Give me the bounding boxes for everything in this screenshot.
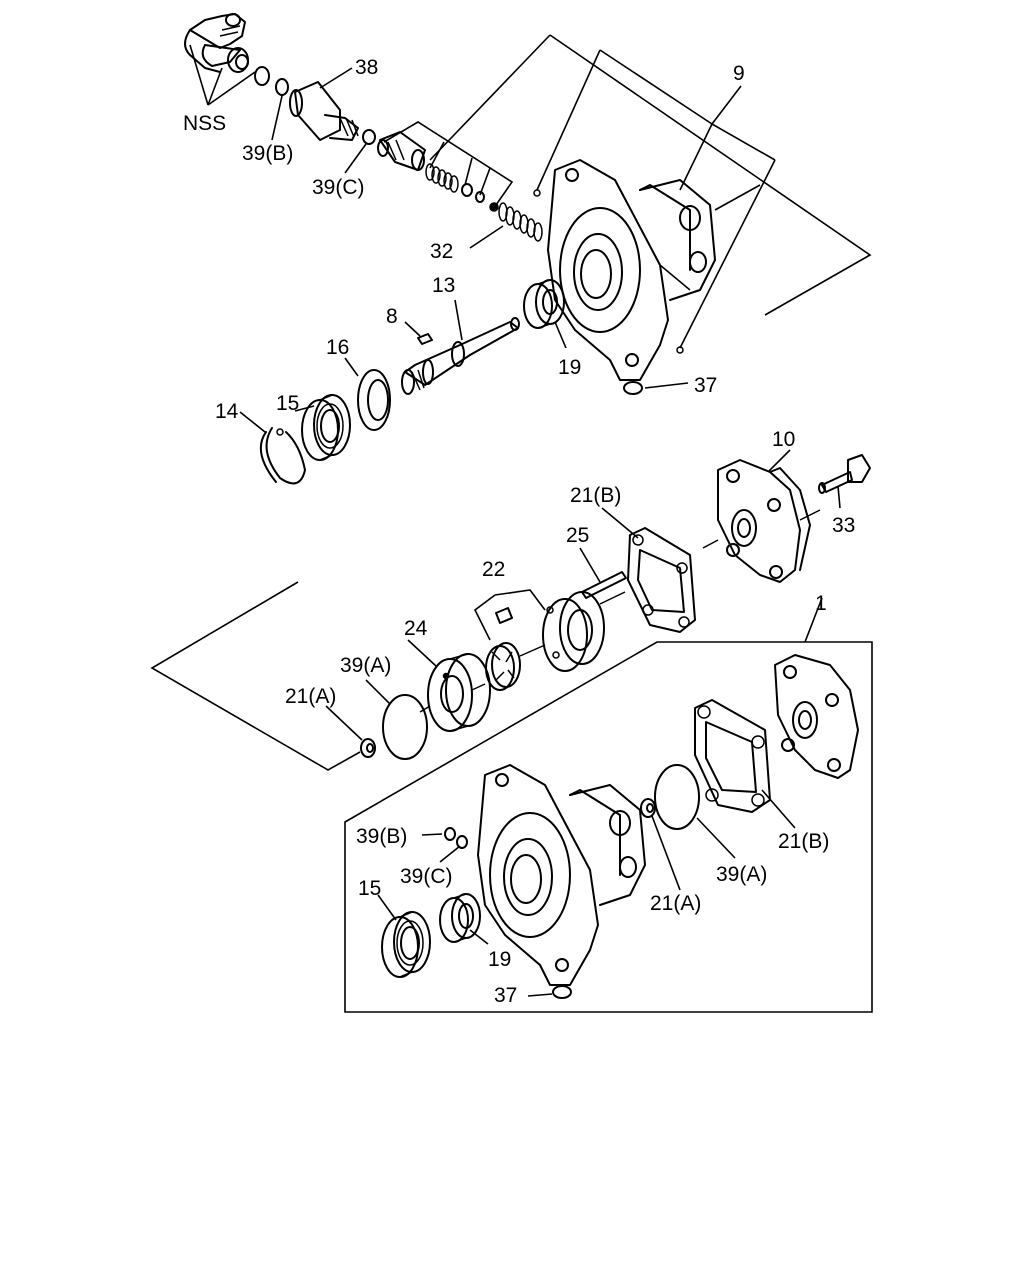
label-13: 13 — [432, 274, 455, 297]
snap-ring-14 — [259, 427, 306, 485]
nss-leader-lines — [189, 44, 256, 106]
bolt-33 — [818, 454, 871, 494]
label-21a-left: 21(A) — [285, 685, 336, 708]
label-22: 22 — [482, 558, 505, 581]
label-33: 33 — [832, 514, 855, 537]
o-ring-37-top — [623, 381, 643, 395]
assembly-frame-lower — [150, 581, 361, 771]
kit-o-ring-21a — [640, 798, 656, 818]
assembly-frame-upper — [429, 34, 872, 316]
kit-oil-seal-19 — [439, 893, 481, 943]
spool-ball-1 — [461, 183, 473, 197]
label-15-top: 15 — [276, 392, 299, 415]
kit-box-outline — [344, 641, 873, 1013]
label-8: 8 — [386, 305, 398, 328]
kit-o-ring-39a — [654, 764, 700, 830]
bracket-22b — [494, 589, 546, 611]
part-labels: NSS 38 39(B) 39(C) 9 32 13 8 16 15 14 19… — [183, 56, 855, 1007]
label-15-box: 15 — [358, 877, 381, 900]
fitting-38 — [289, 81, 359, 141]
end-cover-10 — [717, 459, 811, 583]
pin-hole-9a — [533, 189, 541, 197]
kit-pump-body — [477, 764, 646, 986]
label-nss: NSS — [183, 112, 226, 135]
bracket-22 — [473, 594, 496, 641]
label-37-box: 37 — [494, 984, 517, 1007]
label-1: 1 — [815, 592, 827, 615]
label-16: 16 — [326, 336, 349, 359]
label-38: 38 — [355, 56, 378, 79]
o-ring-39b-top — [275, 78, 289, 96]
label-39a-box: 39(A) — [716, 863, 767, 886]
label-37-top: 37 — [694, 374, 717, 397]
label-39a-left: 39(A) — [340, 654, 391, 677]
vane-22 — [495, 607, 513, 624]
label-39b-box: 39(B) — [356, 825, 407, 848]
nss-washer — [254, 66, 270, 86]
pressure-plate-24 — [427, 653, 491, 732]
gasket-21b-top — [627, 527, 696, 633]
o-ring-39a-left — [382, 694, 428, 760]
kit-gasket-21b — [694, 699, 771, 813]
label-10: 10 — [772, 428, 795, 451]
label-14: 14 — [215, 400, 239, 423]
label-21a-box: 21(A) — [650, 892, 701, 915]
nss-elbow-fitting — [184, 13, 249, 73]
kit-bearing-15 — [381, 911, 431, 978]
label-19-box: 19 — [488, 948, 511, 971]
label-39c-box: 39(C) — [400, 865, 453, 888]
label-24: 24 — [404, 617, 428, 640]
spool-bracket — [383, 121, 514, 206]
leader-lines — [239, 67, 841, 997]
kit-o-ring-37 — [552, 985, 572, 999]
label-9: 9 — [733, 62, 745, 85]
label-25: 25 — [566, 524, 589, 547]
kit-end-cover — [774, 654, 859, 779]
woodruff-key-8 — [417, 333, 433, 345]
o-ring-39c-top — [362, 129, 376, 145]
valve-spool — [377, 131, 426, 171]
spring-32 — [498, 202, 543, 242]
drive-shaft-13 — [401, 317, 520, 395]
label-21b-box: 21(B) — [778, 830, 829, 853]
spool-ball-2 — [475, 191, 485, 203]
oil-seal-19-top — [523, 279, 565, 329]
label-32: 32 — [430, 240, 453, 263]
dowel-pin-25 — [581, 571, 627, 599]
kit-o-ring-39b — [444, 827, 456, 841]
ball-bearing-15-top — [301, 394, 351, 461]
center-axis-lines — [419, 509, 821, 713]
cam-ring-22 — [542, 591, 605, 672]
label-19-top: 19 — [558, 356, 581, 379]
thrust-washer-16 — [357, 369, 391, 431]
pump-body-top — [547, 159, 716, 381]
label-21b-top: 21(B) — [570, 484, 621, 507]
leader-9 — [536, 49, 776, 349]
o-ring-21a-left — [360, 738, 376, 758]
label-39b-top: 39(B) — [242, 142, 293, 165]
label-39c-top: 39(C) — [312, 176, 365, 199]
rotor-22 — [485, 642, 521, 691]
spring-small — [425, 163, 459, 193]
kit-o-ring-39c — [456, 835, 468, 849]
